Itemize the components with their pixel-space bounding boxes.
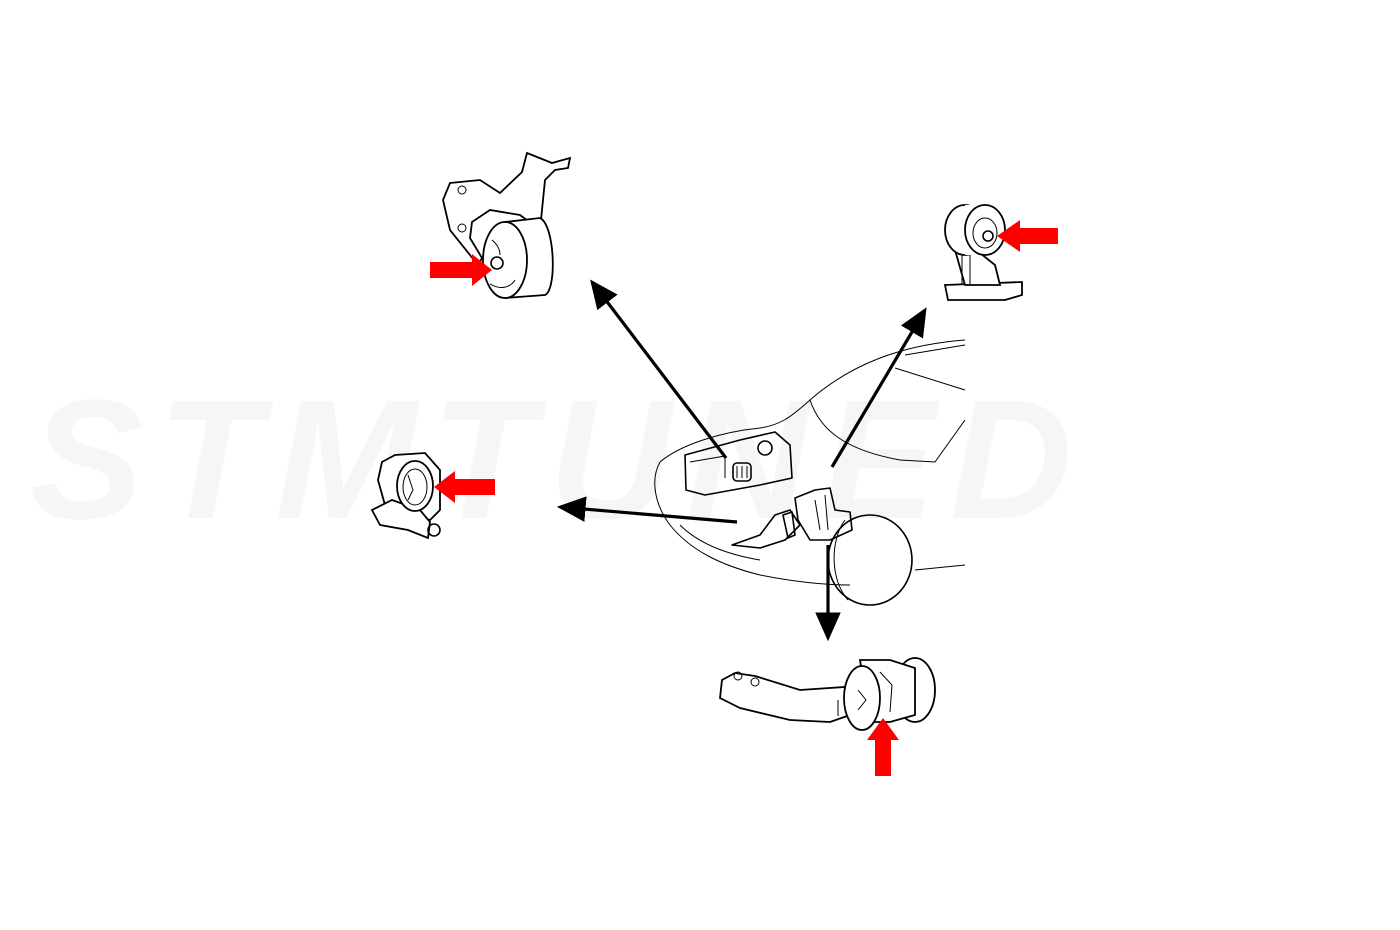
red-arrow-up bbox=[867, 718, 899, 776]
leader-arrow-left bbox=[556, 496, 738, 524]
headlight-wheel bbox=[827, 514, 913, 606]
red-arrow-left bbox=[434, 471, 495, 503]
engine-bay-mount-lower bbox=[731, 487, 853, 549]
leader-arrow-upper-left bbox=[590, 279, 728, 459]
engine-bay-mount-upper bbox=[684, 431, 793, 496]
mount-upper-left bbox=[430, 151, 572, 299]
red-arrow-upper-left bbox=[430, 254, 492, 286]
leader-arrow-upper-right bbox=[830, 307, 927, 468]
mount-left bbox=[370, 452, 495, 540]
red-arrow-upper-right bbox=[997, 220, 1058, 252]
mount-upper-right bbox=[943, 204, 1058, 301]
car-body-outline bbox=[654, 339, 966, 586]
mount-bottom bbox=[719, 657, 936, 776]
